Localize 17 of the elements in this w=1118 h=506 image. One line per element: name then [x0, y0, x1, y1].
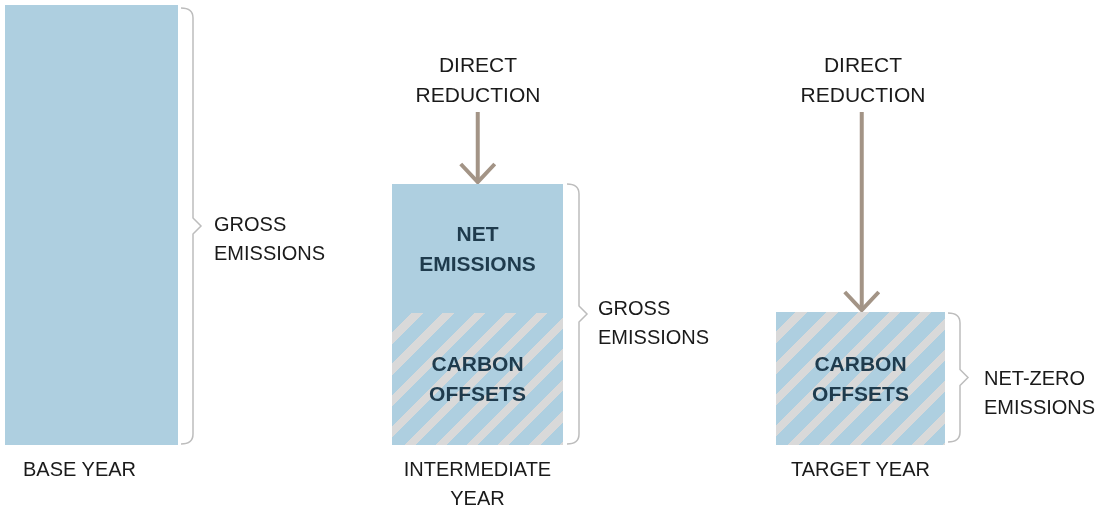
annotation-text: DIRECT REDUCTION [398, 50, 558, 110]
bar-segment [392, 184, 563, 313]
caption-text: TARGET YEAR [790, 457, 931, 482]
annotation-text: DIRECT REDUCTION [783, 50, 943, 110]
caption-text: INTERMEDIATE YEAR [402, 457, 553, 506]
hatched-bar-segment [392, 313, 563, 445]
arrow [843, 112, 881, 313]
caption-text: GROSS EMISSIONS [214, 212, 327, 266]
arrow [459, 112, 497, 185]
caption-text: NET-ZERO EMISSIONS [984, 366, 1097, 420]
caption-text: BASE YEAR [23, 457, 138, 482]
segment-label: NET EMISSIONS [418, 220, 537, 277]
segment-label: CARBON OFFSETS [428, 351, 527, 407]
caption-text: GROSS EMISSIONS [598, 296, 711, 350]
bar [5, 5, 178, 445]
hatched-bar-segment [776, 312, 945, 445]
segment-label: CARBON OFFSETS [811, 350, 910, 407]
